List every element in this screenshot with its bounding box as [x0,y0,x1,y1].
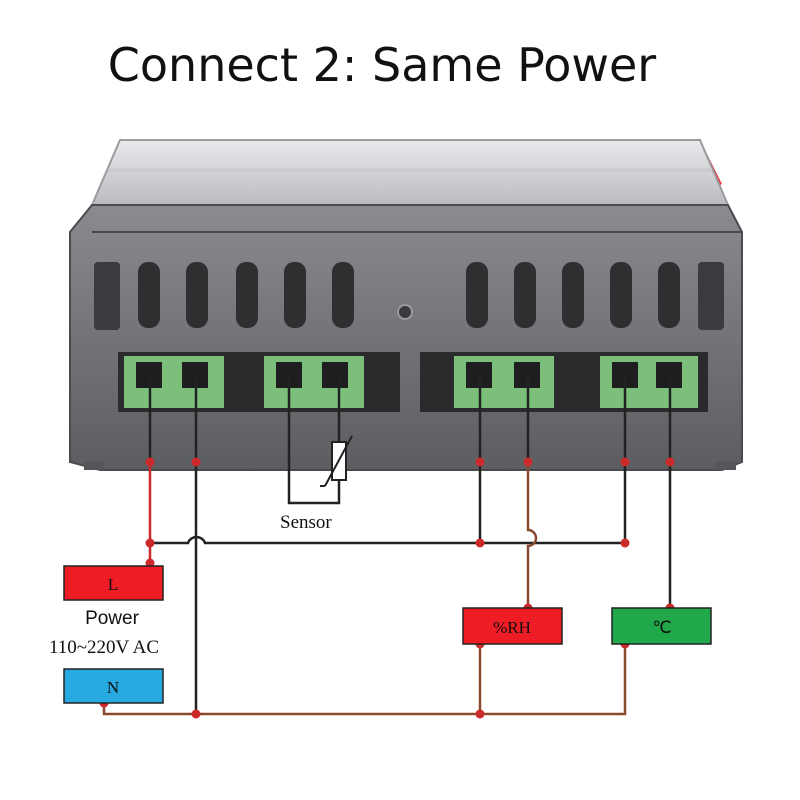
vent-slot [236,262,258,328]
center-screw [397,304,413,320]
junction-dot [475,457,485,467]
controller-device [69,139,743,471]
humidity-terminal-box: %RH [462,607,563,645]
live-terminal-box: L [63,565,164,601]
sensor-label: Sensor [280,512,332,533]
junction-dot [523,457,533,467]
junction-dot [191,457,201,467]
temperature-terminal-box: ℃ [611,607,712,645]
junction-dot [475,538,485,548]
temperature-terminal-label: ℃ [652,618,671,637]
vent-slot [610,262,632,328]
live-bridge-wire [150,535,625,545]
page-title: Connect 2: Same Power [107,38,657,92]
terminal-screw [322,362,348,388]
power-caption: Power [85,608,140,629]
vent-slot [658,262,680,328]
junction-dot [475,709,485,719]
junction-dot [620,538,630,548]
junction-dot [145,538,155,548]
vent-slot [138,262,160,328]
vent-slot [332,262,354,328]
live-terminal-label: L [108,575,118,594]
wiring [102,375,672,716]
voltage-caption: 110~220V AC [49,637,159,658]
vent-slot [466,262,488,328]
neutral-return-wire [102,644,627,716]
vent-slot [698,262,724,330]
junction-dot [191,709,201,719]
vent-slot [284,262,306,328]
humidity-terminal-label: %RH [493,618,531,637]
junction-dot [665,457,675,467]
humidity-output-wire [526,462,538,608]
vent-slot [186,262,208,328]
junction-dots [99,457,675,719]
neutral-terminal-label: N [107,678,119,697]
sensor-wire [287,375,341,505]
vent-slot [94,262,120,330]
junction-dot [620,457,630,467]
vent-slots [94,262,724,330]
device-back-panel [69,204,743,471]
neutral-terminal-box: N [63,668,164,704]
junction-dot [145,457,155,467]
vent-slot [514,262,536,328]
vent-slot [562,262,584,328]
device-top-face [90,139,730,206]
